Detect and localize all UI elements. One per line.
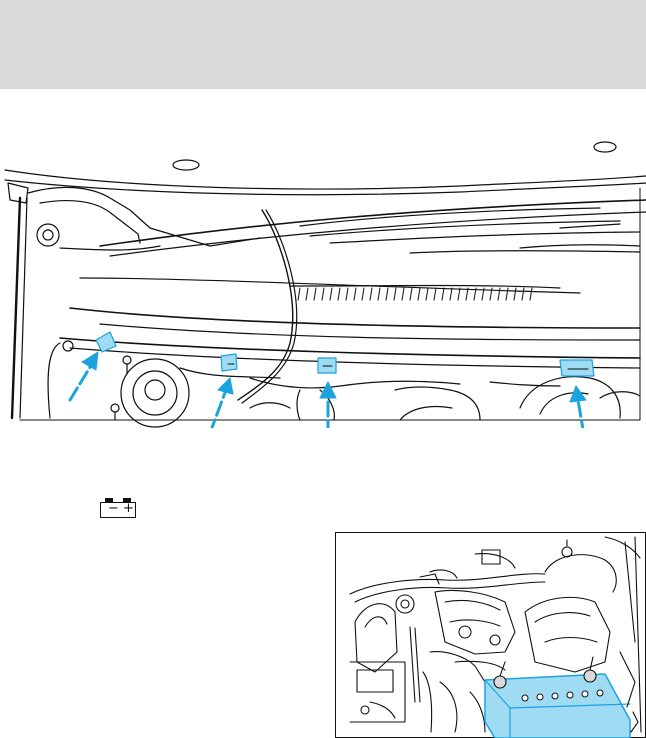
battery-symbol: − +	[99, 497, 137, 519]
battery-plus-sign: +	[123, 502, 134, 516]
battery-minus-sign: −	[108, 502, 119, 516]
callout-tag-2	[221, 354, 237, 371]
callout-arrow-1	[70, 364, 92, 400]
engine-bay-cowl-illustration	[0, 128, 646, 428]
callout-arrow-2	[210, 390, 226, 428]
battery	[485, 657, 630, 738]
header-band	[0, 0, 646, 89]
engine-bay-battery-illustration	[335, 532, 646, 738]
callout-tag-4	[560, 360, 594, 376]
callout-tag-1	[96, 332, 116, 352]
callout-arrow-4	[578, 400, 584, 428]
